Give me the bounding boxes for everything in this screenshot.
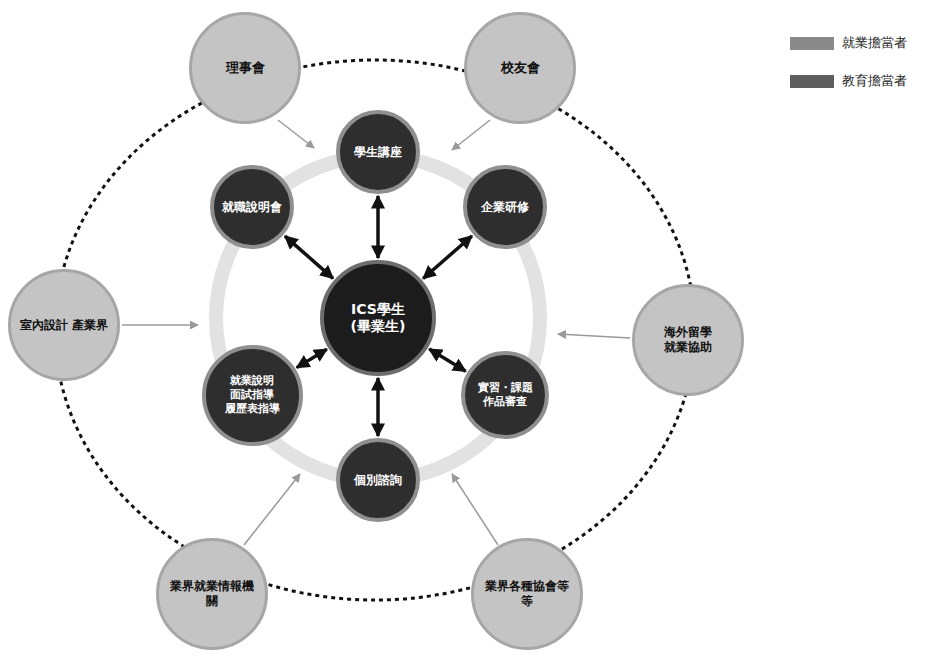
influence-arrow	[558, 334, 630, 338]
legend-swatch	[790, 37, 834, 50]
double-arrow	[423, 236, 472, 279]
service-circle: 就業說明 面試指導 履歷表指導	[202, 345, 303, 446]
node-label: 學生講座	[354, 145, 402, 160]
node-label: 室內設計 產業界	[20, 318, 108, 333]
node-label: 個別諮詢	[354, 473, 402, 488]
service-circle: 個別諮詢	[336, 438, 420, 522]
student-circle: ICS學生 (畢業生)	[320, 260, 436, 376]
double-arrow	[297, 349, 327, 367]
node-label: 就職說明會	[222, 200, 282, 215]
node-label: 校友會	[501, 60, 540, 76]
legend-row: 教育擔當者	[790, 72, 907, 90]
node-label: 業界就業情報機關	[167, 579, 257, 609]
stakeholder-circle: 理事會	[189, 12, 301, 124]
node-label: 企業研修	[481, 200, 529, 215]
outer-dashed-ring	[55, 60, 695, 600]
service-circle: 實習・課題 作品審查	[461, 351, 549, 439]
influence-arrow	[278, 120, 314, 148]
service-circle: 企業研修	[463, 165, 547, 249]
legend-swatch	[790, 75, 834, 88]
node-label: 理事會	[226, 60, 265, 76]
double-arrow	[376, 196, 380, 258]
legend-label: 就業擔當者	[842, 34, 907, 52]
legend-row: 就業擔當者	[790, 34, 907, 52]
legend-label: 教育擔當者	[842, 72, 907, 90]
influence-arrow	[122, 324, 198, 326]
stakeholder-circle: 校友會	[464, 12, 576, 124]
node-label: 就業說明 面試指導 履歷表指導	[212, 374, 293, 415]
node-label: 海外留學 就業協助	[643, 325, 733, 355]
influence-arrow	[452, 474, 498, 545]
node-label: 實習・課題 作品審查	[470, 381, 540, 409]
node-label: ICS學生 (畢業生)	[332, 301, 425, 336]
double-arrow	[376, 378, 380, 436]
influence-arrow	[244, 474, 300, 545]
stakeholder-circle: 室內設計 產業界	[8, 269, 120, 381]
stakeholder-circle: 海外留學 就業協助	[632, 284, 744, 396]
service-circle: 學生講座	[336, 110, 420, 194]
double-arrow	[429, 349, 465, 371]
node-label: 業界各種協會等等	[482, 579, 572, 609]
double-arrow	[285, 236, 333, 278]
influence-arrow	[452, 120, 490, 150]
stakeholder-circle: 業界就業情報機關	[156, 538, 268, 650]
service-circle: 就職說明會	[210, 165, 294, 249]
stakeholder-circle: 業界各種協會等等	[471, 538, 583, 650]
